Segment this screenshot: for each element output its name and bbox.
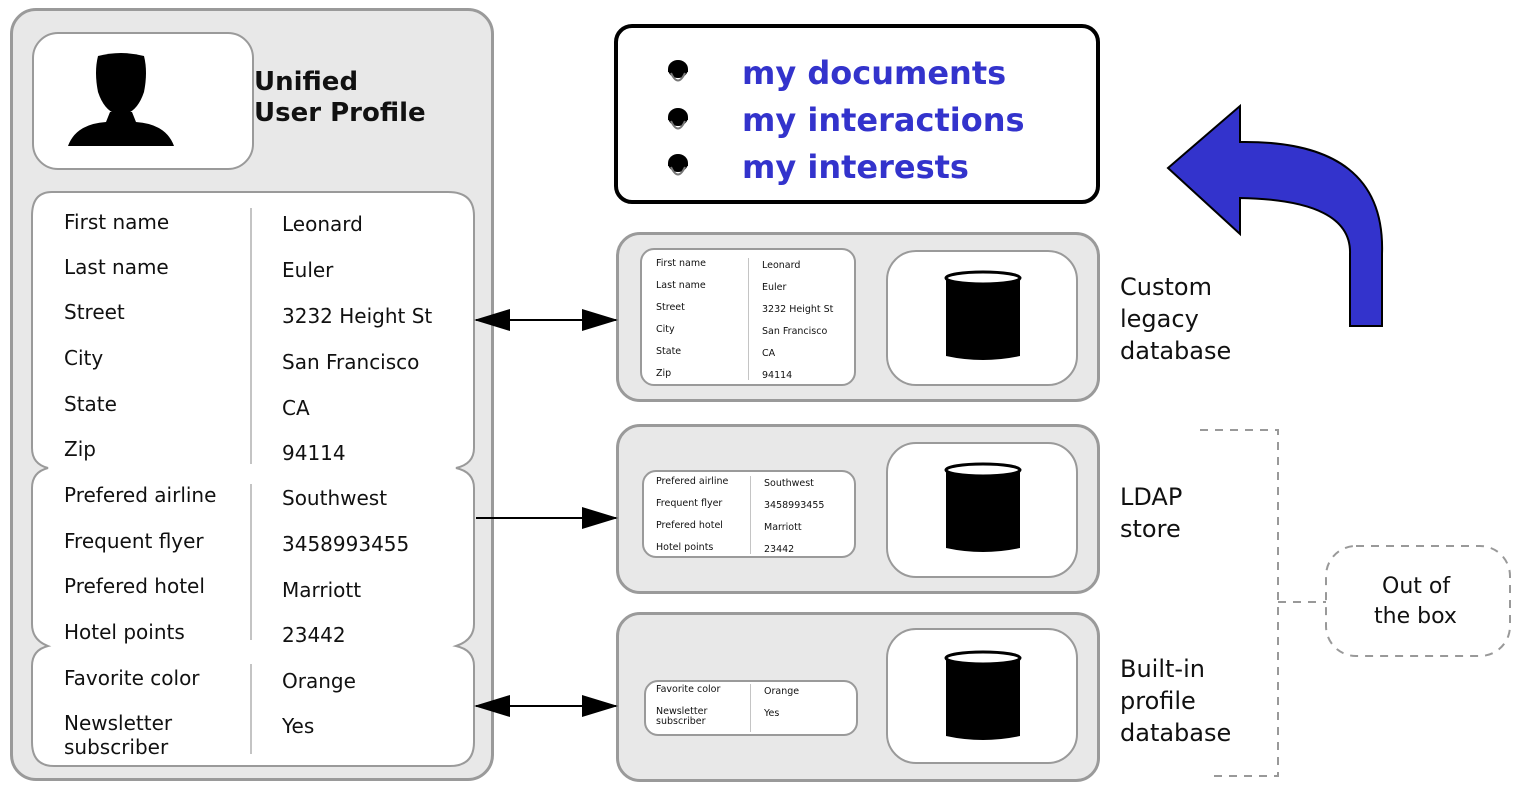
profile-field-value: Leonard (282, 212, 363, 236)
store-fields-box (644, 680, 858, 736)
profile-field-label: Last name (64, 255, 169, 279)
store-field-value: 94114 (762, 370, 793, 381)
store-field-label: State (656, 346, 682, 357)
store-fields-box (642, 470, 856, 558)
store-field-value: Yes (764, 708, 780, 719)
profile-field-label: subscriber (64, 735, 169, 759)
profile-field-value: Euler (282, 258, 334, 282)
profile-field-label: Street (64, 300, 125, 324)
profile-avatar-box (32, 32, 254, 170)
store-field-label: Hotel points (656, 542, 714, 553)
out-of-box-label: Out of (1382, 574, 1451, 599)
profile-field-label: Zip (64, 437, 96, 461)
store-divider (750, 684, 751, 732)
database-cylinder-icon (944, 270, 1022, 360)
store-field-label: City (656, 324, 675, 335)
store-field-value: San Francisco (762, 326, 828, 337)
profile-field-label: First name (64, 210, 170, 234)
store-name: legacy (1120, 305, 1199, 333)
store-divider (748, 258, 749, 380)
profile-field-label: Prefered hotel (64, 574, 205, 598)
user-silhouette-icon (68, 53, 174, 146)
store-field-label: Newsletter (656, 706, 708, 717)
profile-field-label: City (64, 346, 104, 370)
profile-field-label: Hotel points (64, 620, 185, 644)
profile-field-value: Yes (282, 714, 315, 738)
store-divider (750, 476, 751, 554)
store-field-value: 23442 (764, 544, 795, 555)
profile-field-label: Prefered airline (64, 483, 217, 507)
profile-field-value: 3458993455 (282, 532, 410, 556)
store-field-label: Zip (656, 368, 672, 379)
profile-title-line1: Unified (254, 67, 359, 97)
person-bullet-icon (668, 154, 688, 176)
profile-field-value: CA (282, 396, 310, 420)
store-field-label: Prefered airline (656, 476, 729, 487)
profile-divider (250, 484, 252, 640)
store-field-label: First name (656, 258, 706, 269)
curved-arrow-icon (1166, 103, 1384, 327)
person-bullet-icon (668, 60, 688, 82)
store-name: database (1120, 337, 1232, 365)
store-name: Custom (1120, 273, 1212, 301)
store-field-value: Leonard (762, 260, 801, 271)
store-name: Built-in (1120, 655, 1205, 683)
store-field-value: Orange (764, 686, 800, 697)
link-my-documents[interactable]: my documents (742, 54, 1007, 92)
store-field-value: Euler (762, 282, 787, 293)
database-cylinder-icon (944, 650, 1022, 740)
profile-fields-box (31, 191, 475, 767)
profile-field-value: 23442 (282, 623, 346, 647)
store-field-value: Marriott (764, 522, 802, 533)
store-name: store (1120, 515, 1181, 543)
profile-field-value: San Francisco (282, 350, 420, 374)
profile-field-label: Frequent flyer (64, 529, 204, 553)
store-field-value: CA (762, 348, 776, 359)
out-of-box-label: the box (1374, 604, 1457, 629)
person-bullet-icon (668, 108, 688, 130)
profile-field-value: 3232 Height St (282, 304, 433, 328)
store-field-label: Favorite color (656, 684, 721, 695)
store-field-label: Prefered hotel (656, 520, 723, 531)
profile-field-value: Orange (282, 669, 356, 693)
profile-field-value: Southwest (282, 486, 388, 510)
profile-field-label: State (64, 392, 117, 416)
store-field-label: Last name (656, 280, 706, 291)
store-field-value: Southwest (764, 478, 814, 489)
profile-field-value: Marriott (282, 578, 362, 602)
store-name: LDAP (1120, 483, 1183, 511)
profile-title-line2: User Profile (254, 98, 426, 128)
store-field-label: Street (656, 302, 685, 313)
store-field-value: 3232 Height St (762, 304, 834, 315)
store-field-label: subscriber (656, 716, 706, 727)
profile-divider (250, 664, 252, 754)
profile-field-label: Newsletter (64, 711, 173, 735)
profile-field-value: 94114 (282, 441, 346, 465)
link-my-interests[interactable]: my interests (742, 148, 969, 186)
store-field-label: Frequent flyer (656, 498, 723, 509)
database-cylinder-icon (944, 462, 1022, 552)
store-name: database (1120, 719, 1232, 747)
links-box (614, 24, 1100, 204)
link-my-interactions[interactable]: my interactions (742, 101, 1025, 139)
store-name: profile (1120, 687, 1196, 715)
profile-divider (250, 208, 252, 464)
store-field-value: 3458993455 (764, 500, 825, 511)
profile-field-label: Favorite color (64, 666, 200, 690)
